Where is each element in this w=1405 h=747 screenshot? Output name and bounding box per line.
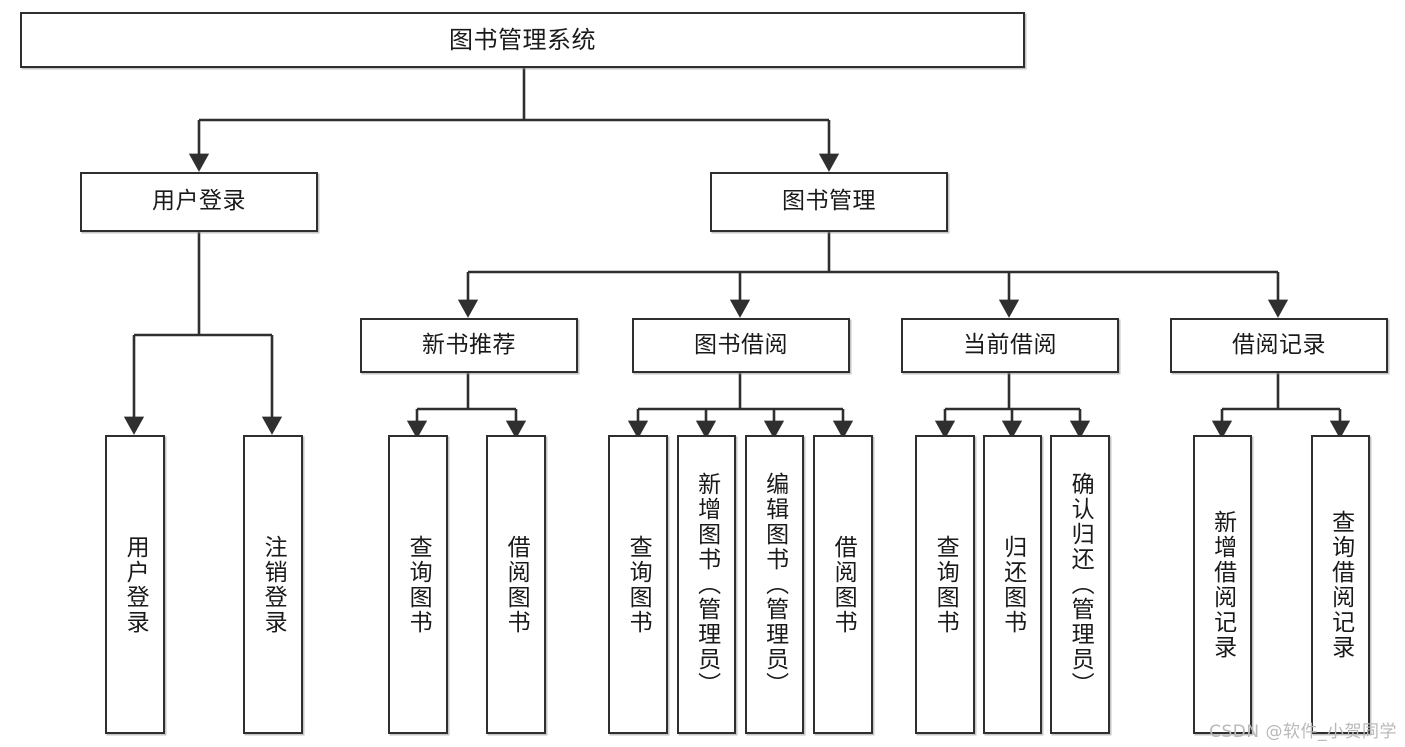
leaf-current-borrow-query-book[interactable]: 查询图书 — [915, 435, 975, 734]
leaf-book-borrow-query-book[interactable]: 查询图书 — [608, 435, 668, 734]
node-label: 新增借阅记录 — [1209, 509, 1236, 660]
leaf-borrow-record-query-record[interactable]: 查询借阅记录 — [1311, 435, 1370, 734]
node-label: 图书管理系统 — [449, 25, 596, 54]
node-book-borrow[interactable]: 图书借阅 — [632, 318, 850, 373]
node-label: 新增图书（管理员） — [693, 472, 720, 697]
node-current-borrow[interactable]: 当前借阅 — [901, 318, 1119, 373]
leaf-current-borrow-confirm-return-admin[interactable]: 确认归还（管理员） — [1050, 435, 1110, 734]
node-label: 借阅记录 — [1232, 331, 1326, 358]
node-label: 借阅图书 — [830, 534, 857, 635]
leaf-book-borrow-add-book-admin[interactable]: 新增图书（管理员） — [677, 435, 736, 734]
node-user-login[interactable]: 用户登录 — [80, 172, 318, 232]
node-label: 图书管理 — [782, 188, 876, 215]
node-label: 确认归还（管理员） — [1067, 472, 1094, 697]
leaf-book-borrow-borrow-book[interactable]: 借阅图书 — [813, 435, 873, 734]
leaf-borrow-record-add-record[interactable]: 新增借阅记录 — [1193, 435, 1252, 734]
leaf-user-login-login[interactable]: 用户登录 — [105, 435, 165, 734]
node-label: 当前借阅 — [963, 331, 1057, 358]
leaf-book-borrow-edit-book-admin[interactable]: 编辑图书（管理员） — [745, 435, 804, 734]
leaf-new-book-borrow-book[interactable]: 借阅图书 — [486, 435, 546, 734]
leaf-current-borrow-return-book[interactable]: 归还图书 — [983, 435, 1042, 734]
node-label: 图书借阅 — [694, 331, 788, 358]
node-label: 用户登录 — [122, 534, 149, 635]
node-label: 归还图书 — [999, 534, 1026, 635]
node-book-management[interactable]: 图书管理 — [710, 172, 948, 232]
node-label: 用户登录 — [152, 188, 246, 215]
node-label: 借阅图书 — [503, 534, 530, 635]
node-label: 新书推荐 — [422, 331, 516, 358]
node-label: 查询图书 — [625, 534, 652, 635]
node-new-book-recommend[interactable]: 新书推荐 — [360, 318, 578, 373]
node-label: 注销登录 — [260, 534, 287, 635]
leaf-new-book-query-book[interactable]: 查询图书 — [388, 435, 448, 734]
leaf-user-login-logout[interactable]: 注销登录 — [243, 435, 303, 734]
node-label: 查询借阅记录 — [1327, 509, 1354, 660]
node-label: 查询图书 — [932, 534, 959, 635]
csdn-watermark: CSDN @软件_小贺同学 — [1209, 722, 1397, 742]
node-label: 编辑图书（管理员） — [761, 472, 788, 697]
node-root-book-management-system[interactable]: 图书管理系统 — [20, 12, 1025, 68]
node-label: 查询图书 — [405, 534, 432, 635]
node-borrow-record[interactable]: 借阅记录 — [1170, 318, 1388, 373]
